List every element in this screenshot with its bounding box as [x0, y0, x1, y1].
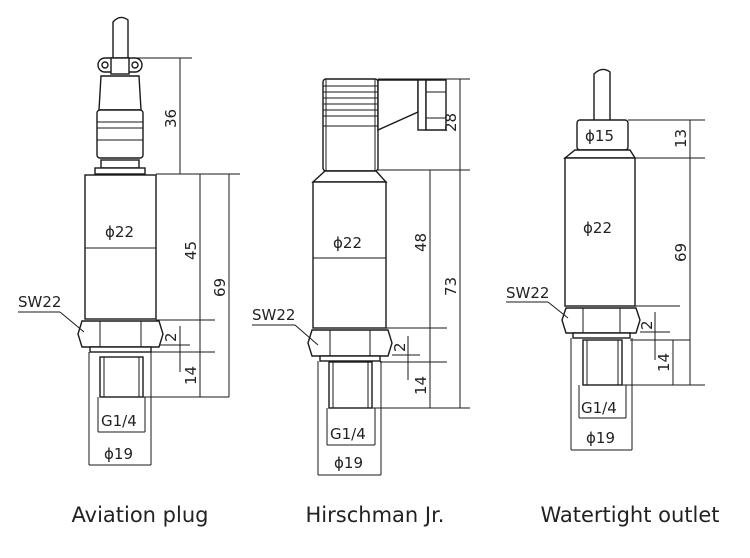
hex-nut — [77, 320, 164, 348]
cable — [593, 68, 611, 120]
dim-connector: 36 — [162, 109, 180, 128]
dim-connector: 28 — [442, 113, 460, 132]
caption: Aviation plug — [72, 503, 209, 527]
base-diameter-label: ϕ19 — [334, 454, 363, 472]
body-diameter-label: ϕ22 — [333, 234, 362, 252]
dim-total: 69 — [211, 278, 229, 297]
dim-gap: 2 — [638, 320, 656, 330]
watertight-drawing: SW22 ϕ15 ϕ22 G1/4 ϕ19 13 69 2 14 Waterti… — [506, 68, 720, 527]
dim-gap: 2 — [162, 332, 180, 342]
aviation-plug-drawing: SW22 ϕ22 G1/4 ϕ19 36 45 69 2 14 Aviation… — [18, 16, 240, 527]
thread-label: G1/4 — [330, 425, 366, 443]
dim-gap: 2 — [391, 342, 409, 352]
thread — [328, 361, 373, 409]
connector-grip — [96, 109, 144, 159]
dim-thread-length: 14 — [412, 376, 430, 395]
hex-label: SW22 — [18, 293, 61, 311]
sensor-body — [84, 174, 157, 320]
cap-diameter-label: ϕ15 — [585, 127, 614, 145]
sensor-body — [564, 157, 636, 307]
hex-nut — [307, 329, 393, 357]
base-diameter-label: ϕ19 — [586, 429, 615, 447]
thread-label: G1/4 — [101, 412, 137, 430]
body-diameter-label: ϕ22 — [583, 219, 612, 237]
sensor-body — [312, 181, 387, 329]
thread — [99, 356, 144, 398]
hex-label: SW22 — [506, 284, 549, 302]
hirschman-drawing: SW22 ϕ22 G1/4 ϕ19 28 48 73 2 14 Hirschma… — [252, 78, 470, 527]
caption: Hirschman Jr. — [306, 503, 445, 527]
dim-body: 48 — [412, 233, 430, 252]
thread-label: G1/4 — [581, 399, 617, 417]
thread — [582, 339, 623, 386]
dim-thread-length: 14 — [182, 366, 200, 385]
base-diameter-label: ϕ19 — [104, 445, 133, 463]
dim-cap: 13 — [672, 129, 690, 148]
hex-label: SW22 — [252, 306, 295, 324]
dim-body: 45 — [182, 241, 200, 260]
body-diameter-label: ϕ22 — [105, 223, 134, 241]
dim-total: 73 — [442, 277, 460, 296]
connector-block — [322, 78, 379, 172]
connector-sleeve — [98, 75, 142, 111]
hex-nut — [561, 307, 641, 334]
caption: Watertight outlet — [540, 503, 719, 527]
dim-total: 69 — [672, 243, 690, 262]
cable — [112, 16, 129, 60]
dim-thread-length: 14 — [655, 353, 673, 372]
